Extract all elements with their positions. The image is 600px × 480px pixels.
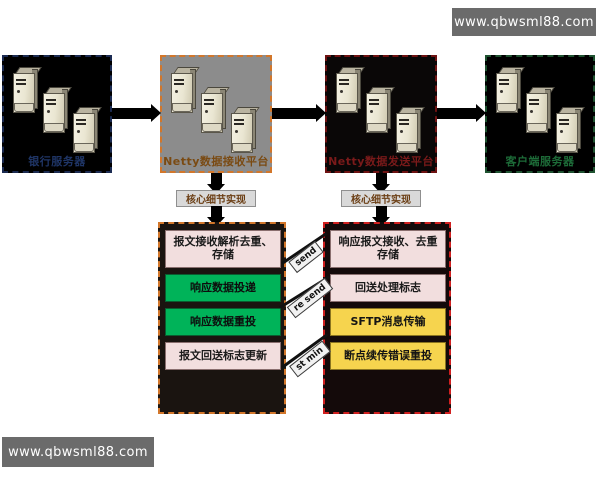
process-group-right: 响应报文接收、去重存储 回送处理标志 SFTP消息传输 断点续传错误重投 (323, 222, 451, 414)
process-step[interactable]: 回送处理标志 (330, 274, 446, 302)
node-box-bank-server-label: 银行服务器 (28, 155, 86, 168)
node-box-netty-send[interactable]: Netty数据发送平台 (325, 55, 437, 173)
process-step[interactable]: 报文接收解析去重、存储 (165, 230, 281, 268)
arrow-right-icon (437, 104, 486, 122)
core-detail-chip-right: 核心细节实现 (341, 190, 421, 207)
node-box-client-server[interactable]: 客户端服务器 (485, 55, 595, 173)
process-step[interactable]: SFTP消息传输 (330, 308, 446, 336)
node-box-client-server-label: 客户端服务器 (505, 155, 575, 168)
server-icon (333, 67, 365, 113)
arrow-right-icon (112, 104, 161, 122)
arrow-down-icon (207, 173, 225, 194)
server-icon (40, 87, 72, 133)
server-icon (393, 107, 425, 153)
node-box-netty-receive-label: Netty数据接收平台 (163, 155, 269, 168)
server-icon (198, 87, 230, 133)
server-icon (493, 67, 525, 113)
server-icon (70, 107, 102, 153)
process-step[interactable]: 响应报文接收、去重存储 (330, 230, 446, 268)
process-step[interactable]: 响应数据重投 (165, 308, 281, 336)
node-box-bank-server-border (2, 55, 112, 173)
process-step[interactable]: 断点续传错误重投 (330, 342, 446, 370)
server-icon (553, 107, 585, 153)
node-box-netty-send-border (325, 55, 437, 173)
server-icon (363, 87, 395, 133)
arrow-right-icon (272, 104, 326, 122)
server-icon (168, 67, 200, 113)
process-group-left: 报文接收解析去重、存储 响应数据投递 响应数据重投 报文回送标志更新 (158, 222, 286, 414)
node-box-netty-receive-border (160, 55, 272, 173)
process-step[interactable]: 响应数据投递 (165, 274, 281, 302)
core-detail-chip-left: 核心细节实现 (176, 190, 256, 207)
arrow-down-icon (372, 206, 390, 227)
server-icon (10, 67, 42, 113)
watermark-bottom: www.qbwsml88.com (2, 437, 154, 467)
node-box-netty-send-label: Netty数据发送平台 (328, 155, 434, 168)
arrow-down-icon (207, 206, 225, 227)
node-box-client-server-border (485, 55, 595, 173)
node-box-bank-server[interactable]: 银行服务器 (2, 55, 112, 173)
server-icon (523, 87, 555, 133)
watermark-top: www.qbwsml88.com (452, 8, 596, 36)
node-box-netty-receive[interactable]: Netty数据接收平台 (160, 55, 272, 173)
server-icon (228, 107, 260, 153)
arrow-down-icon (372, 173, 390, 194)
process-step[interactable]: 报文回送标志更新 (165, 342, 281, 370)
